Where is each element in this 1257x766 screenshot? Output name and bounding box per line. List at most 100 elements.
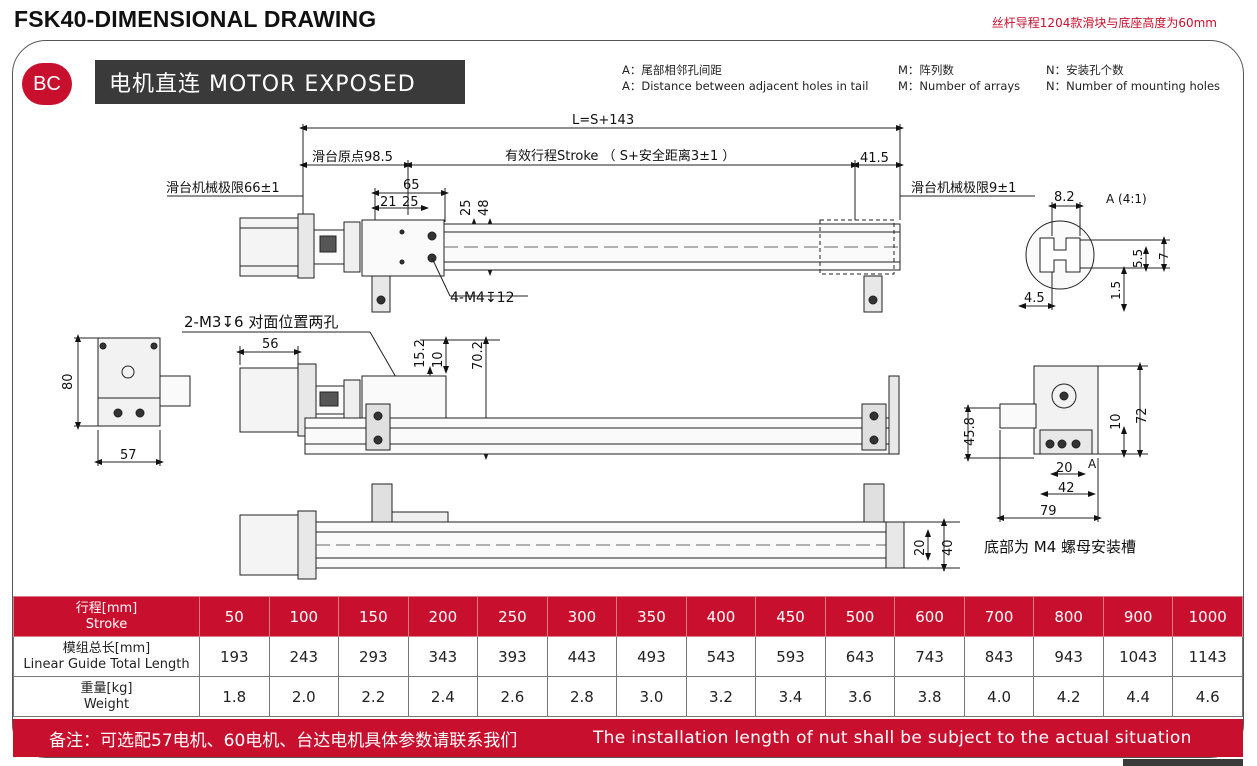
weight-cell: 3.8	[894, 676, 965, 717]
length-cell: 493	[616, 636, 687, 677]
legend-n-cn: N：安装孔个数	[1046, 63, 1124, 77]
stroke-cell: 800	[1033, 596, 1104, 637]
lead-note: 丝杆导程1204款滑块与底座高度为60mm	[991, 16, 1217, 30]
legend-a: A：尾部相邻孔间距 A：Distance between adjacent ho…	[622, 62, 868, 94]
dim-10b: 10	[1109, 413, 1124, 430]
weight-cell: 2.8	[546, 676, 618, 717]
weight-cell: 4.4	[1102, 676, 1174, 717]
dim-15-2: 15.2	[413, 339, 428, 368]
dim-m4: 4-M4↧12	[450, 290, 515, 306]
footer-note-cn: 备注：可选配57电机、60电机、台达电机具体参数请联系我们	[49, 730, 518, 751]
length-cell: 193	[199, 636, 270, 677]
label-stroke-cn: 行程[mm]	[75, 600, 138, 616]
dim-total-length: L=S+143	[572, 113, 634, 128]
dim-origin: 滑台原点98.5	[312, 150, 393, 165]
stroke-cell: 250	[477, 596, 548, 637]
weight-cell: 2.4	[407, 676, 479, 717]
dim-25: 25	[459, 199, 474, 216]
label-weight-cn: 重量[kg]	[80, 680, 133, 696]
dim-end-offset: 41.5	[860, 151, 889, 166]
detail-a	[1018, 202, 1170, 312]
dim-20: 20	[1056, 461, 1073, 476]
length-cell: 593	[755, 636, 826, 677]
legend-m-en: M：Number of arrays	[898, 79, 1021, 93]
length-cell: 443	[546, 636, 618, 677]
dim-limit-left: 滑台机械极限66±1	[166, 181, 280, 196]
weight-cell: 3.0	[616, 676, 687, 717]
weight-cell: 3.6	[824, 676, 896, 717]
end-view-left	[74, 334, 191, 466]
stroke-cell: 600	[894, 596, 965, 637]
length-cell: 543	[685, 636, 757, 677]
length-cell: 943	[1033, 636, 1104, 677]
legend-m-cn: M：阵列数	[898, 63, 954, 77]
dim-56: 56	[262, 337, 279, 352]
row-label-stroke: 行程[mm] Stroke	[13, 596, 200, 637]
dim-limit-right: 滑台机械极限9±1	[911, 181, 1016, 196]
length-cell: 843	[963, 636, 1035, 677]
weight-cell: 2.6	[477, 676, 548, 717]
length-cell: 1143	[1172, 636, 1243, 677]
stroke-cell: 200	[407, 596, 479, 637]
stroke-cell: 450	[755, 596, 826, 637]
corner-decoration	[1123, 759, 1243, 766]
side-view	[182, 331, 900, 460]
stroke-cell: 500	[824, 596, 896, 637]
weight-cell: 2.2	[338, 676, 409, 717]
end-view-right	[964, 362, 1148, 522]
weight-cell: 4.2	[1033, 676, 1104, 717]
dim-10: 10	[431, 351, 446, 368]
legend-m: M：阵列数 M：Number of arrays	[898, 62, 1020, 94]
footer-note-bar: 备注：可选配57电机、60电机、台达电机具体参数请联系我们 The instal…	[13, 719, 1243, 757]
legend-n: N：安装孔个数 N：Number of mounting holes	[1046, 62, 1220, 94]
label-stroke-en: Stroke	[85, 616, 128, 632]
top-view	[167, 124, 1035, 313]
dim-72: 72	[1135, 407, 1150, 424]
stroke-cell: 50	[199, 596, 270, 637]
stroke-cell: 900	[1102, 596, 1174, 637]
dim-21: 21	[380, 195, 397, 210]
dim-5-5: 5.5	[1131, 249, 1145, 268]
detail-a-mark: A	[1088, 457, 1097, 471]
row-label-length: 模组总长[mm] Linear Guide Total Length	[13, 636, 200, 677]
dim-25a: 25	[402, 195, 419, 210]
dim-79: 79	[1040, 504, 1057, 519]
dim-40: 40	[941, 539, 956, 556]
stroke-cell: 100	[268, 596, 340, 637]
dim-42: 42	[1058, 481, 1075, 496]
variant-badge: BC	[22, 63, 72, 105]
weight-cell: 2.0	[268, 676, 340, 717]
stroke-cell: 300	[546, 596, 618, 637]
dim-48: 48	[477, 199, 492, 216]
dim-4-5: 4.5	[1024, 291, 1045, 306]
page-title: FSK40-DIMENSIONAL DRAWING	[14, 6, 377, 32]
bottom-note: 底部为 M4 螺母安装槽	[984, 538, 1136, 556]
weight-cell: 4.0	[963, 676, 1035, 717]
length-cell: 743	[894, 636, 965, 677]
dim-7: 7	[1157, 252, 1171, 260]
length-cell: 643	[824, 636, 896, 677]
bottom-view	[239, 483, 960, 580]
dim-8-2: 8.2	[1054, 190, 1075, 205]
stroke-cell: 400	[685, 596, 757, 637]
dim-m3: 2-M3↧6 对面位置两孔	[184, 313, 338, 331]
weight-cell: 3.2	[685, 676, 757, 717]
dim-1-5: 1.5	[1109, 281, 1123, 300]
detail-a-label: A (4:1)	[1106, 192, 1147, 206]
dim-70-2: 70.2	[471, 341, 486, 370]
stroke-cell: 1000	[1172, 596, 1243, 637]
length-cell: 393	[477, 636, 548, 677]
dim-80: 80	[61, 373, 76, 390]
dim-45-8: 45.8	[963, 417, 978, 446]
dim-20b: 20	[913, 539, 928, 556]
stroke-cell: 350	[616, 596, 687, 637]
dim-57: 57	[120, 448, 137, 463]
row-label-weight: 重量[kg] Weight	[13, 676, 200, 717]
label-length-cn: 模组总长[mm]	[62, 640, 151, 656]
dim-stroke: 有效行程Stroke （ S+安全距离3±1 ）	[505, 148, 735, 164]
dim-65: 65	[403, 178, 420, 193]
stroke-cell: 700	[963, 596, 1035, 637]
